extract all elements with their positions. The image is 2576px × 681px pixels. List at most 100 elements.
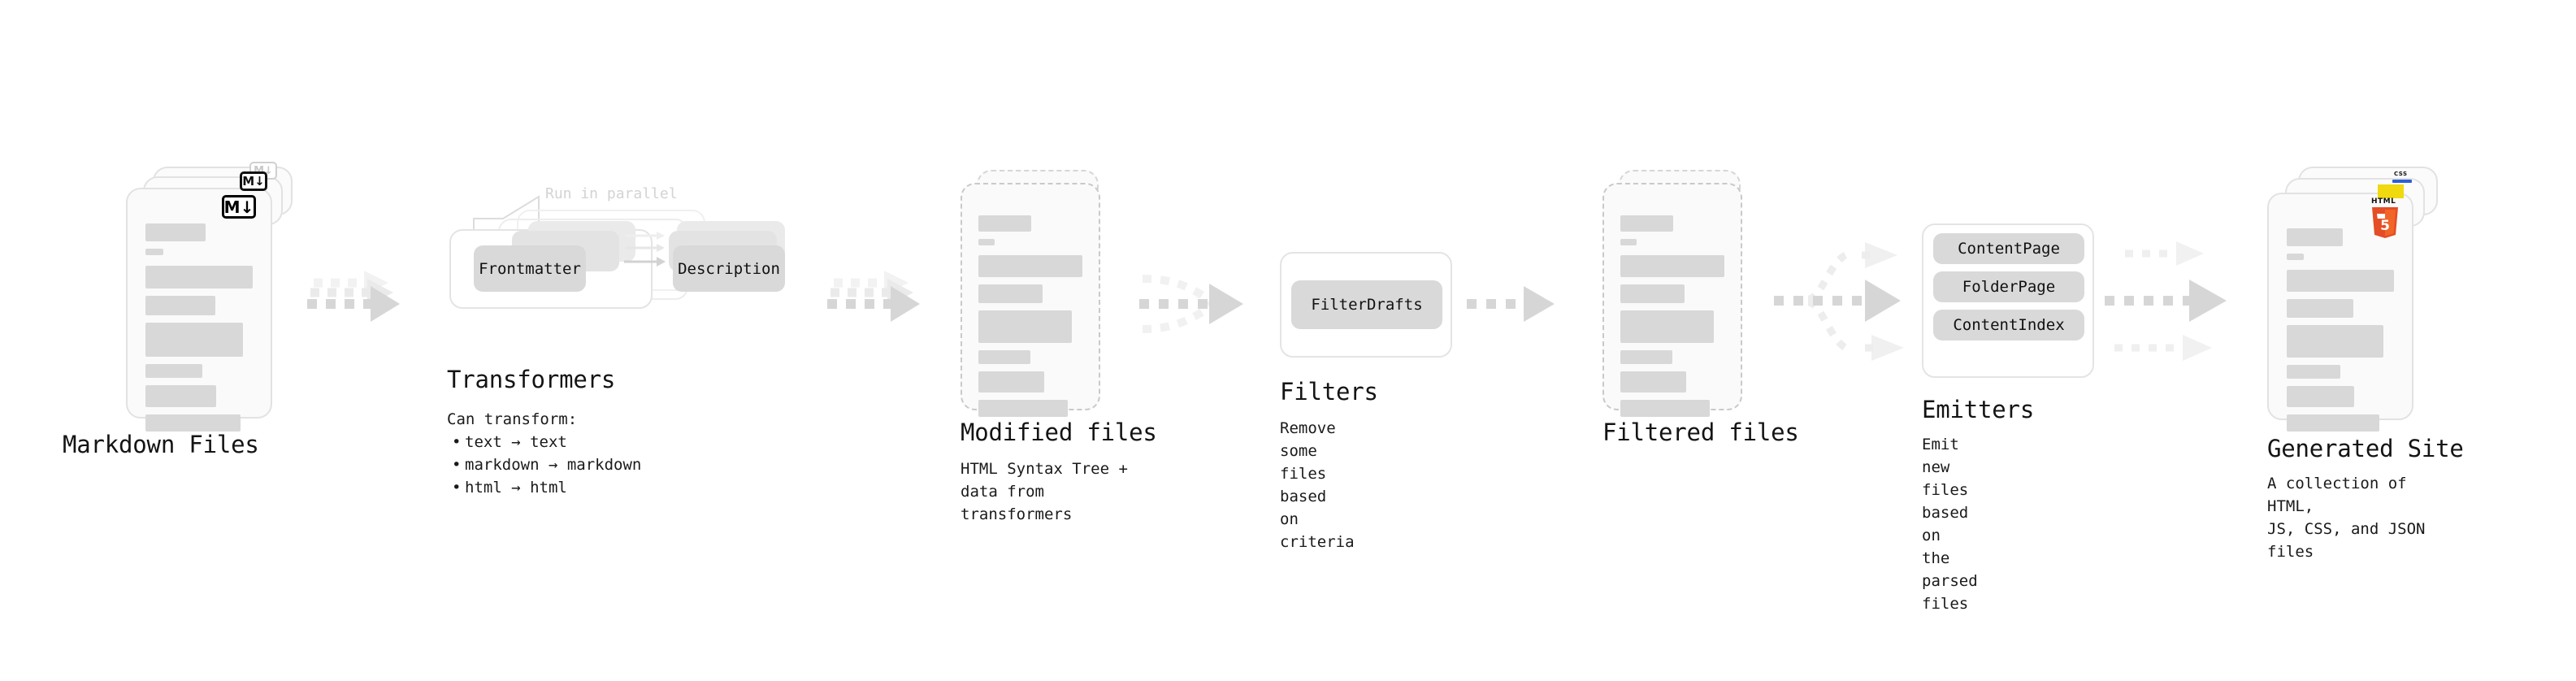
emitters-plugin-label: ContentPage xyxy=(1958,240,2060,258)
skeleton-line xyxy=(1620,284,1685,303)
arrow-branch-top xyxy=(1142,275,1215,306)
skeleton-line xyxy=(978,215,1032,232)
arrow-head-main xyxy=(1865,280,1901,322)
transformer-plugin-description[interactable]: Description xyxy=(673,245,785,292)
skeleton-line xyxy=(145,323,244,357)
stage-title-filters: Filters xyxy=(1280,378,1378,406)
modified-files-description: HTML Syntax Tree + data from transformer… xyxy=(961,460,1128,523)
skeleton-line xyxy=(2287,414,2379,432)
generated-site-description: A collection of HTML, JS, CSS, and JSON … xyxy=(2267,475,2426,561)
markdown-file-stack: M↓ M↓ M↓ xyxy=(126,162,301,432)
skeleton-line xyxy=(145,296,215,315)
skeleton-line xyxy=(2287,228,2343,246)
site-doc-skeleton xyxy=(2287,228,2394,439)
arrow-markdown-to-transformers xyxy=(307,271,400,322)
filters-description: Remove some files based on criteria xyxy=(1280,419,1355,551)
skeleton-line xyxy=(978,239,995,245)
skeleton-line xyxy=(978,284,1043,303)
arrow-branch-top xyxy=(1806,251,1848,303)
arrow-head-top xyxy=(1865,242,1897,268)
markdown-doc-front xyxy=(126,188,272,432)
stage-filtered-files: Filtered files xyxy=(1602,170,1799,446)
skeleton-line xyxy=(2287,386,2355,407)
arrow-modified-to-filters xyxy=(1139,275,1243,333)
stage-title-modified-files: Modified files xyxy=(961,419,1157,446)
skeleton-line xyxy=(1620,239,1637,245)
modified-doc-skeleton xyxy=(978,215,1082,424)
filters-plugin-label: FilterDrafts xyxy=(1311,296,1423,314)
arrow-head-bottom xyxy=(1871,335,1904,361)
html5-icon: HTML 5 xyxy=(2368,197,2402,238)
transformers-description: Can transform: text → text markdown → ma… xyxy=(447,408,641,499)
list-item: text → text xyxy=(452,431,641,453)
skeleton-line xyxy=(1620,310,1715,343)
emitters-plugin-label: FolderPage xyxy=(1962,278,2056,296)
skeleton-line xyxy=(145,223,206,241)
skeleton-line xyxy=(145,414,241,432)
emitters-description: Emit new files based on the parsed files xyxy=(1922,436,1978,613)
stage-markdown-files: M↓ M↓ M↓ Markdown Files xyxy=(63,162,301,458)
filtered-file-stack xyxy=(1602,170,1777,443)
skeleton-line xyxy=(978,310,1073,343)
skeleton-line xyxy=(978,350,1030,364)
transformer-plugin-frontmatter[interactable]: Frontmatter xyxy=(474,245,586,292)
list-item: markdown → markdown xyxy=(452,453,641,476)
inner-arrow-ghost-1 xyxy=(626,244,665,252)
arrow-branch-bottom xyxy=(1806,298,1848,351)
stage-title-filtered-files: Filtered files xyxy=(1602,419,1799,446)
arrow-bottom xyxy=(2114,335,2212,361)
modified-file-stack xyxy=(961,170,1135,443)
generated-site-file-stack: CSS HTML 5 xyxy=(2267,167,2442,432)
emitters-plugin-contentpage[interactable]: ContentPage xyxy=(1933,233,2084,264)
skeleton-line xyxy=(145,249,164,255)
arrow-middle xyxy=(2105,280,2227,322)
emitters-plugin-contentindex[interactable]: ContentIndex xyxy=(1933,310,2084,340)
skeleton-line xyxy=(145,266,253,288)
markdown-badge-glyph: M↓ xyxy=(242,174,265,189)
skeleton-line xyxy=(978,400,1069,417)
skeleton-line xyxy=(1620,255,1724,277)
skeleton-line xyxy=(978,371,1044,393)
javascript-icon xyxy=(2378,184,2404,198)
inner-arrow-main xyxy=(624,257,666,267)
inner-arrow-ghost-2 xyxy=(626,232,665,240)
filtered-doc-front xyxy=(1602,183,1742,417)
skeleton-line xyxy=(145,385,217,407)
arrow-main-layer xyxy=(827,286,920,322)
skeleton-line xyxy=(2287,270,2394,292)
markdown-doc-skeleton xyxy=(145,223,253,439)
transformer-plugin-label: Frontmatter xyxy=(479,259,581,278)
modified-doc-front xyxy=(961,183,1100,417)
skeleton-line xyxy=(1620,371,1686,393)
skeleton-line xyxy=(2287,325,2383,358)
html5-digit: 5 xyxy=(2380,218,2390,234)
markdown-icon: M↓ xyxy=(222,195,256,219)
list-item: html → html xyxy=(452,476,641,499)
stage-title-emitters: Emitters xyxy=(1922,396,2035,423)
run-in-parallel-label: Run in parallel xyxy=(545,185,678,202)
html5-shield: 5 xyxy=(2372,207,2398,238)
skeleton-line xyxy=(145,364,202,378)
transformers-description-head: Can transform: xyxy=(447,410,578,428)
skeleton-line xyxy=(1620,400,1711,417)
filters-plugin-filterdrafts[interactable]: FilterDrafts xyxy=(1291,280,1442,329)
stage-generated-site: CSS HTML 5 Generated Site A collection o… xyxy=(2267,167,2464,561)
skeleton-line xyxy=(2287,299,2353,318)
arrow-filters-to-filtered xyxy=(1467,286,1555,322)
html5-icon-label: HTML xyxy=(2371,197,2396,206)
transformers-bullet-list: text → text markdown → markdown html → h… xyxy=(447,431,641,499)
arrow-head xyxy=(1209,284,1243,324)
css-icon-bar xyxy=(2392,180,2412,183)
transformer-plugin-label: Description xyxy=(678,259,780,278)
stage-title-generated-site: Generated Site xyxy=(2267,435,2464,462)
arrow-top xyxy=(2125,241,2204,266)
arrow-emitters-to-site xyxy=(2105,241,2227,361)
markdown-badge-glyph: M↓ xyxy=(223,197,254,217)
transformer-inner-arrows xyxy=(624,232,666,267)
markdown-icon-back-1: M↓ xyxy=(240,171,267,191)
skeleton-line xyxy=(978,255,1082,277)
arrow-branch-bottom xyxy=(1142,301,1215,333)
filtered-doc-skeleton xyxy=(1620,215,1724,424)
emitters-plugin-folderpage[interactable]: FolderPage xyxy=(1933,271,2084,302)
